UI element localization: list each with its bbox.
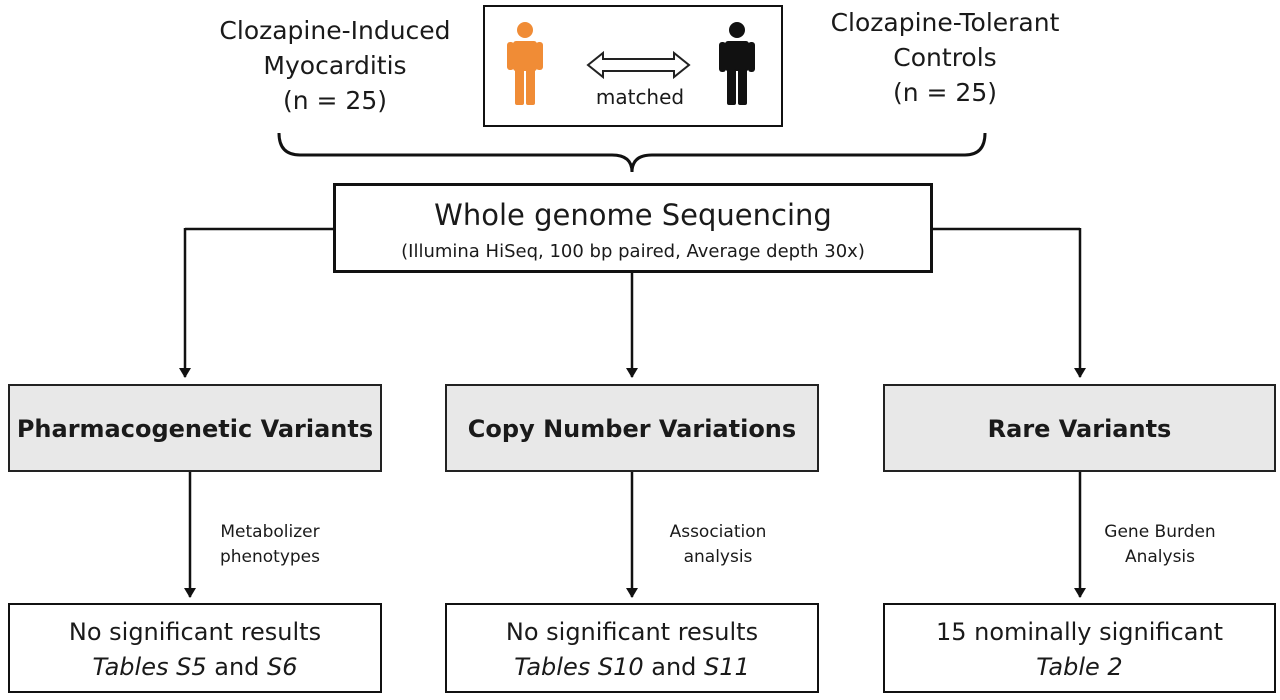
result-rare-variants: 15 nominally significant Table 2: [883, 603, 1276, 693]
result-text: No significant results: [505, 618, 759, 646]
result-text: No significant results: [68, 618, 322, 646]
cases-name-line1: Clozapine-Induced: [219, 16, 451, 45]
reference-italic-1: Tables S5: [92, 653, 207, 681]
category-title: Copy Number Variations: [467, 415, 797, 443]
grouping-brace: [277, 132, 987, 173]
reference-italic-1: Tables S10: [514, 653, 644, 681]
method-note-line2: phenotypes: [219, 547, 321, 567]
cases-count: (n = 25): [282, 86, 387, 115]
controls-name-line1: Clozapine-Tolerant: [830, 8, 1060, 37]
sequencing-title: Whole genome Sequencing: [434, 198, 832, 232]
result-pharmacogenetic: No significant results Tables S5 and S6: [8, 603, 382, 693]
reference-conjunction: and: [643, 653, 705, 681]
matching-box: matched: [483, 5, 783, 127]
method-note-line1: Association: [669, 522, 767, 542]
case-person-icon: [507, 22, 543, 105]
result-reference: Tables S10 and S11: [447, 650, 817, 685]
matched-label: matched: [595, 85, 685, 109]
controls-label: Clozapine-Tolerant Controls (n = 25): [780, 5, 1110, 110]
reference-conjunction: and: [206, 653, 268, 681]
category-title: Rare Variants: [987, 415, 1172, 443]
sequencing-details: (Illumina HiSeq, 100 bp paired, Average …: [401, 241, 865, 262]
category-cnv: Copy Number Variations: [445, 384, 819, 472]
method-note-line1: Metabolizer: [220, 522, 320, 542]
category-title: Pharmacogenetic Variants: [16, 415, 374, 443]
result-reference: Table 2: [885, 650, 1274, 685]
cases-name-line2: Myocarditis: [263, 51, 407, 80]
controls-count: (n = 25): [892, 78, 997, 107]
reference-italic-2: S6: [267, 653, 298, 681]
reference-italic-1: Table 2: [1036, 653, 1123, 681]
double-arrow-icon: [586, 50, 691, 80]
method-note-cnv: Association analysis: [648, 520, 788, 570]
result-text: 15 nominally significant: [935, 618, 1224, 646]
method-note-pharmacogenetic: Metabolizer phenotypes: [200, 520, 340, 570]
reference-italic-2: S11: [704, 653, 750, 681]
category-rare-variants: Rare Variants: [883, 384, 1276, 472]
controls-name-line2: Controls: [893, 43, 997, 72]
category-pharmacogenetic: Pharmacogenetic Variants: [8, 384, 382, 472]
result-reference: Tables S5 and S6: [10, 650, 380, 685]
cases-label: Clozapine-Induced Myocarditis (n = 25): [190, 13, 480, 118]
result-cnv: No significant results Tables S10 and S1…: [445, 603, 819, 693]
method-note-line2: analysis: [683, 547, 753, 567]
method-note-line2: Analysis: [1124, 547, 1196, 567]
control-person-icon: [719, 22, 755, 105]
method-note-line1: Gene Burden: [1104, 522, 1216, 542]
sequencing-box: Whole genome Sequencing (Illumina HiSeq,…: [333, 183, 933, 273]
method-note-rare: Gene Burden Analysis: [1095, 520, 1225, 570]
